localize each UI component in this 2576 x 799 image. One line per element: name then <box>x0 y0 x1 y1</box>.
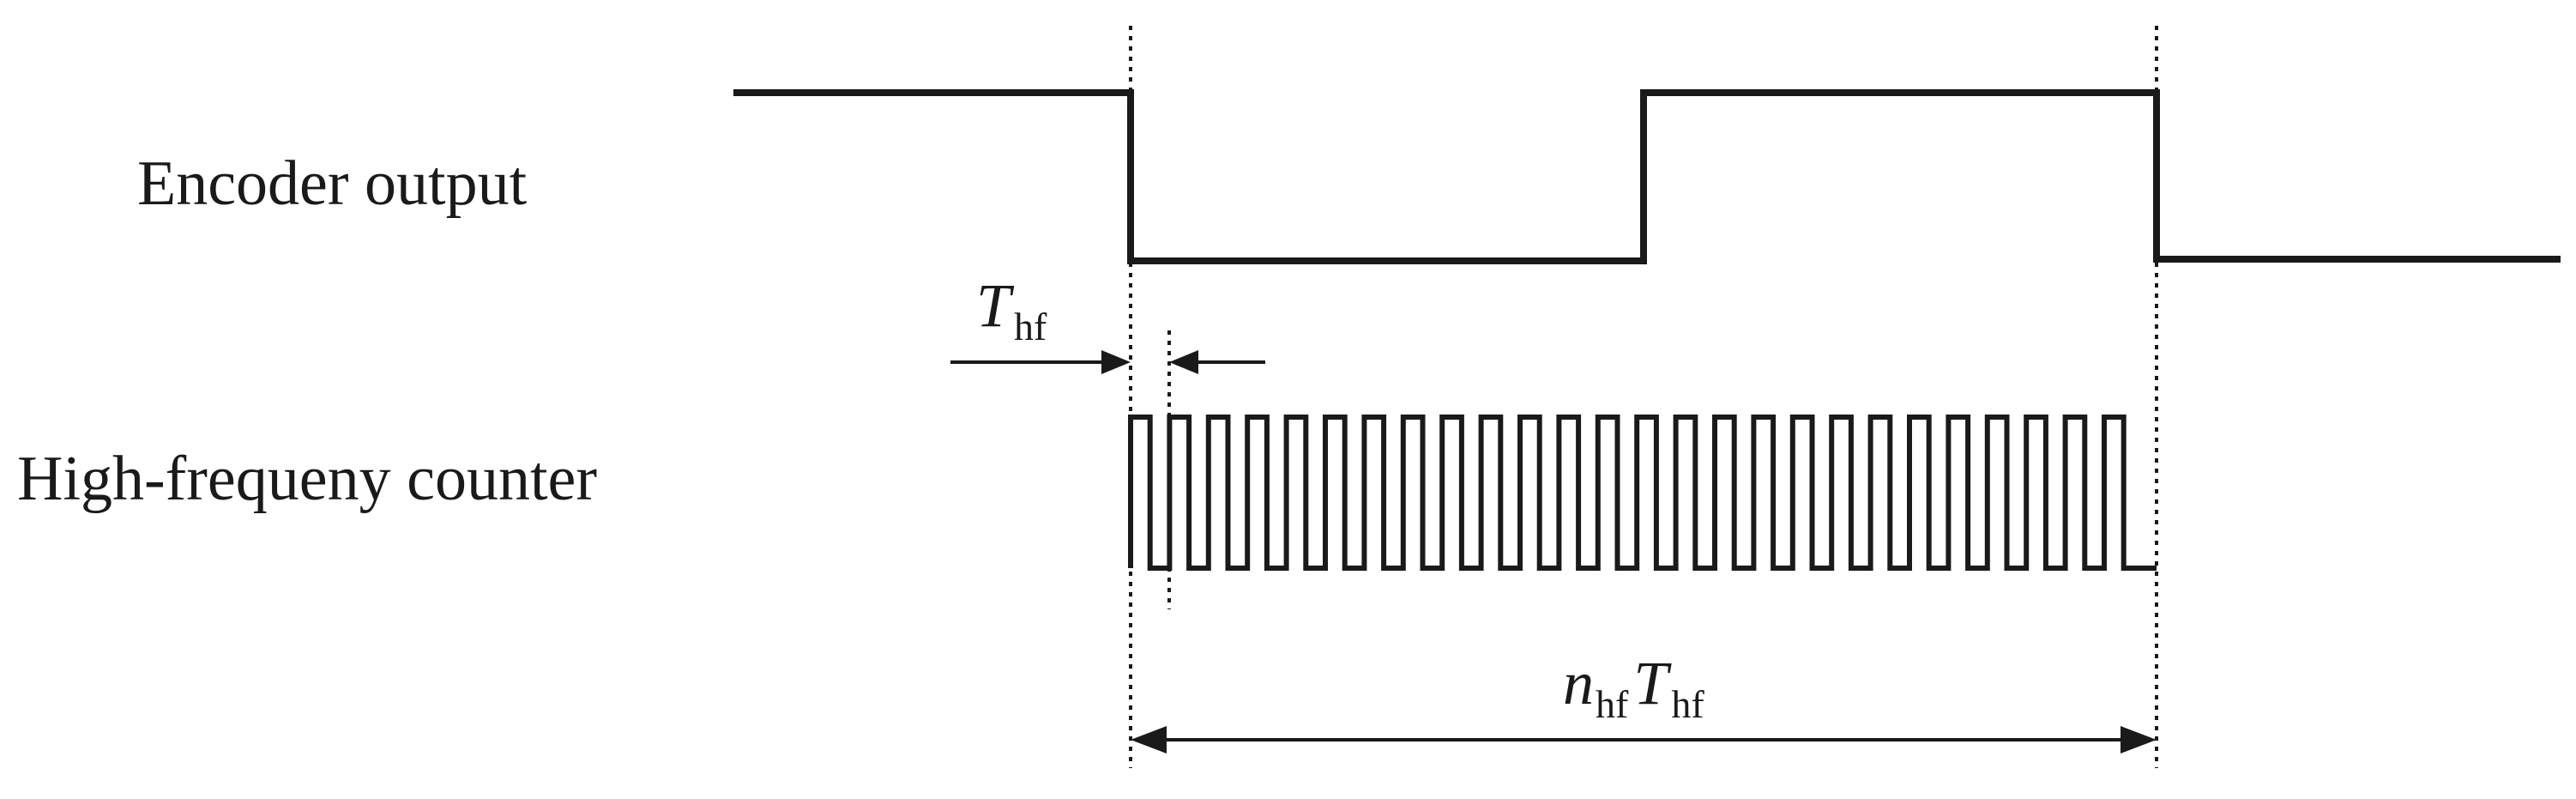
period-label: Thf <box>976 271 1047 348</box>
span-period-symbol: T <box>1633 649 1672 717</box>
period-arrow-right-head <box>1169 350 1198 374</box>
period-symbol: T <box>976 271 1015 340</box>
span-label: nhfThf <box>1563 649 1704 726</box>
span-count-subscript: hf <box>1596 682 1629 726</box>
period-arrow-left-head <box>1101 350 1131 374</box>
high-frequency-counter-waveform <box>1128 415 2157 571</box>
span-count-symbol: n <box>1563 649 1594 717</box>
encoder-output-waveform <box>733 89 2561 264</box>
encoder-output-label: Encoder output <box>137 148 528 219</box>
period-subscript: hf <box>1014 305 1047 348</box>
span-arrow-left-head <box>1131 726 1167 754</box>
span-arrow-right-head <box>2121 726 2157 754</box>
high-frequency-counter-label: High-frequeny counter <box>17 444 597 514</box>
span-period-subscript: hf <box>1671 682 1704 726</box>
